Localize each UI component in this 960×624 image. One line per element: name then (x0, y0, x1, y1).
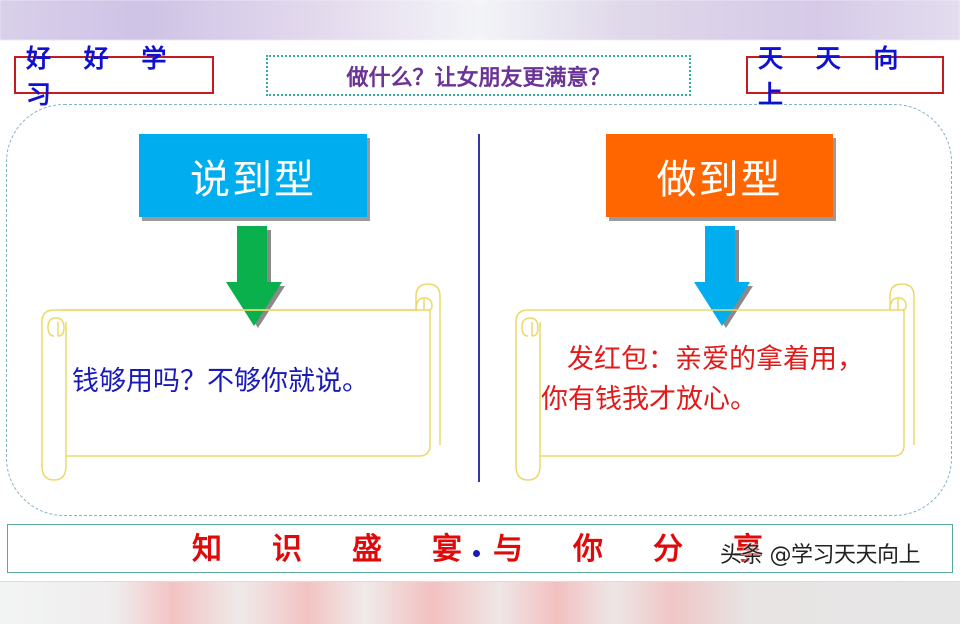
right-scroll-line-1: 发红包：亲爱的拿着用， (567, 344, 864, 375)
footer-banner (7, 524, 953, 573)
bottom-separator (0, 581, 960, 582)
talk-type-label: 说到型 (139, 134, 367, 217)
footer-char: 分 (653, 532, 683, 567)
footer-char: 享 (733, 532, 763, 567)
page-title-box: 做什么？让女朋友更满意？ (266, 55, 691, 96)
left-slogan-box: 好 好 学 习 (14, 44, 214, 109)
footer-char: 宴 (432, 532, 462, 567)
arrow-down-green-icon (226, 226, 285, 328)
right-slogan-box: 天 天 向 上 (746, 44, 944, 109)
footer-char: 知 (192, 532, 222, 567)
top-decorative-band (0, 0, 960, 40)
talk-type-text: 说到型 (190, 156, 316, 203)
footer-char: 识 (272, 532, 302, 567)
right-scroll-line-2: 你有钱我才放心。 (541, 384, 757, 415)
action-type-label: 做到型 (606, 134, 833, 217)
footer-char: 盛 (352, 532, 382, 567)
scroll-shape-icon (41, 283, 441, 481)
action-type-text: 做到型 (656, 156, 783, 203)
left-slogan-text: 好 好 学 习 (26, 44, 179, 109)
arrow-down-blue-icon (694, 226, 753, 328)
left-scroll-text: 钱够用吗？不够你就说。 (72, 366, 369, 397)
column-divider (478, 134, 480, 482)
footer-dot (473, 550, 480, 557)
scroll-shape-icon (515, 283, 915, 481)
page-title: 做什么？让女朋友更满意？ (346, 64, 611, 91)
right-scroll-banner (512, 280, 918, 488)
content-panel (6, 104, 952, 516)
footer-char: 与 (493, 532, 523, 567)
left-scroll-banner (38, 280, 444, 488)
right-slogan-text: 天 天 向 上 (758, 44, 911, 109)
right-scroll-text: 发红包：亲爱的拿着用， 你有钱我才放心。 (541, 340, 921, 420)
footer-char: 你 (573, 532, 603, 567)
watermark: 头条 @学习天天向上 (720, 543, 921, 568)
bottom-decorative-band (0, 582, 960, 624)
